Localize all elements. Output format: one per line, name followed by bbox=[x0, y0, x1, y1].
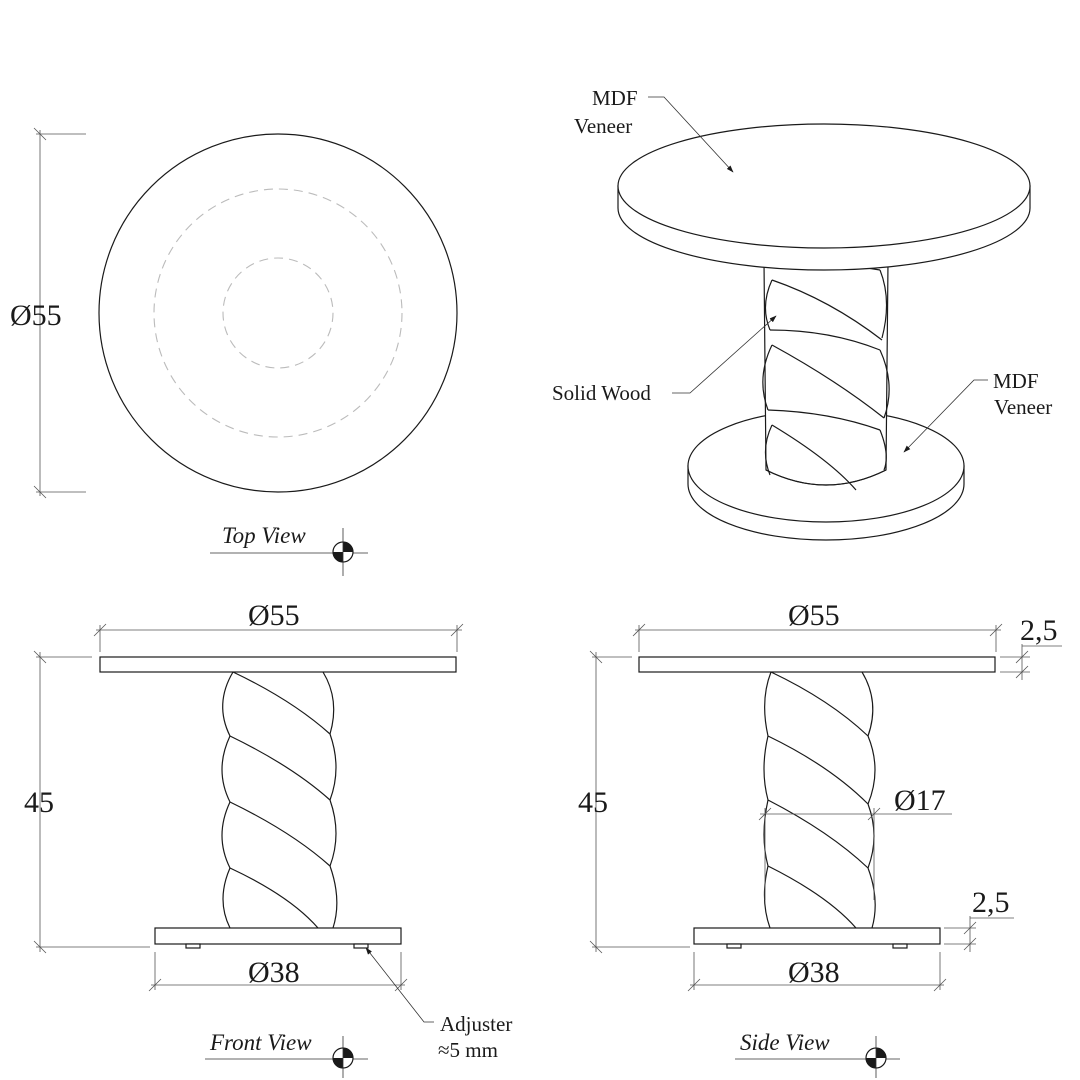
base-material-leader bbox=[903, 379, 988, 453]
front-top-diameter-dimension bbox=[93, 623, 464, 652]
side-top-thickness-dimension bbox=[1000, 644, 1062, 680]
iso-twisted-column bbox=[762, 261, 890, 491]
side-view-title: Side View bbox=[740, 1030, 830, 1055]
side-adjuster-right bbox=[892, 943, 908, 949]
top-view: Ø55 Top View bbox=[10, 127, 458, 576]
column-material-leader bbox=[672, 315, 777, 394]
top-view-title: Top View bbox=[222, 523, 306, 548]
front-base-plate bbox=[154, 927, 402, 945]
side-height-label: 45 bbox=[578, 786, 608, 819]
base-hidden-outline bbox=[153, 188, 403, 438]
front-adjuster-left bbox=[185, 943, 201, 949]
view-marker-icon bbox=[332, 528, 354, 576]
front-height-dimension bbox=[33, 650, 150, 954]
front-base-diameter-dimension bbox=[148, 952, 408, 992]
side-base-plate bbox=[693, 927, 941, 945]
top-view-diameter-dimension bbox=[33, 127, 86, 499]
base-material-label-line1: MDF bbox=[993, 369, 1039, 393]
adjuster-leader bbox=[365, 947, 434, 1023]
side-height-dimension bbox=[589, 650, 690, 954]
side-base-diameter-dimension bbox=[687, 952, 947, 992]
iso-tabletop-disc bbox=[617, 123, 1031, 271]
side-adjuster-left bbox=[726, 943, 742, 949]
front-view-title: Front View bbox=[209, 1030, 312, 1055]
base-material-label-line2: Veneer bbox=[994, 395, 1052, 419]
side-view: Ø55 2,5 bbox=[578, 599, 1062, 1078]
side-base-thickness-label: 2,5 bbox=[972, 886, 1010, 919]
side-base-thickness-dimension bbox=[944, 916, 1014, 952]
side-top-thickness-label: 2,5 bbox=[1020, 614, 1058, 647]
front-tabletop bbox=[99, 656, 457, 673]
front-base-diameter-label: Ø38 bbox=[248, 956, 300, 989]
side-column-diameter-label: Ø17 bbox=[894, 784, 946, 817]
tabletop-outline bbox=[98, 133, 458, 493]
adjuster-label-line2: ≈5 mm bbox=[438, 1038, 498, 1062]
top-material-label-line2: Veneer bbox=[574, 114, 632, 138]
side-column-diameter-dimension bbox=[758, 807, 952, 900]
front-view: Ø55 45 bbox=[24, 599, 512, 1078]
column-hidden-outline bbox=[222, 257, 334, 369]
column-material-label: Solid Wood bbox=[552, 381, 651, 405]
view-marker-icon bbox=[332, 1036, 354, 1078]
side-twisted-column bbox=[763, 671, 876, 929]
front-top-diameter-label: Ø55 bbox=[248, 599, 300, 632]
top-material-label-line1: MDF bbox=[592, 86, 638, 110]
side-base-diameter-label: Ø38 bbox=[788, 956, 840, 989]
adjuster-label-line1: Adjuster bbox=[440, 1012, 512, 1036]
side-top-diameter-dimension bbox=[632, 623, 1003, 652]
iso-view: MDF Veneer Solid Wood MDF Veneer bbox=[552, 86, 1052, 541]
top-material-leader bbox=[648, 96, 734, 173]
front-adjuster-right bbox=[353, 943, 369, 949]
view-marker-icon bbox=[865, 1036, 887, 1078]
front-height-label: 45 bbox=[24, 786, 54, 819]
front-twisted-column bbox=[221, 671, 338, 929]
side-top-diameter-label: Ø55 bbox=[788, 599, 840, 632]
top-view-diameter-label: Ø55 bbox=[10, 299, 62, 332]
side-tabletop bbox=[638, 656, 996, 673]
